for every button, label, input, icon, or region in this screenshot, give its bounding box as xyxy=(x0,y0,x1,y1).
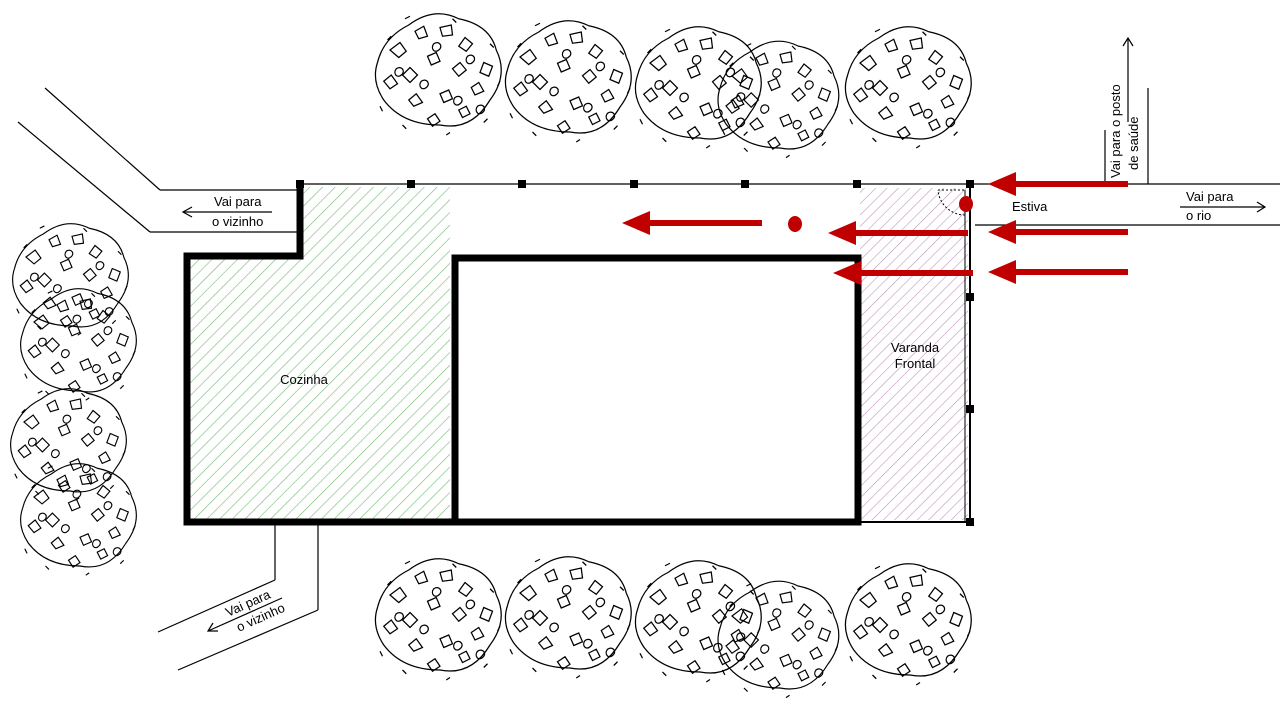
health-post-label-line1: Vai para o posto xyxy=(1108,84,1123,178)
arrow-left-icon xyxy=(181,206,272,218)
estiva-label: Estiva xyxy=(1012,199,1048,214)
arrow-left-icon xyxy=(988,220,1128,244)
tree-icon xyxy=(504,20,632,143)
kitchen-area xyxy=(187,187,450,520)
tree-row-bottom xyxy=(374,556,972,699)
flow-arrows xyxy=(622,172,1128,285)
kitchen-label: Cozinha xyxy=(280,372,328,387)
tree-icon xyxy=(20,288,137,401)
porch-label-line2: Frontal xyxy=(895,356,936,371)
tree-icon xyxy=(844,563,972,686)
arrow-left-icon xyxy=(206,597,283,632)
arrow-left-icon xyxy=(622,211,762,235)
tree-icon xyxy=(374,13,502,136)
walls xyxy=(183,180,974,526)
tree-icon xyxy=(717,40,840,159)
neighbor-top-label-line2: o vizinho xyxy=(212,214,263,229)
tree-icon xyxy=(20,463,137,576)
arrow-left-icon xyxy=(988,172,1128,196)
porch-label-line1: Varanda xyxy=(891,340,940,355)
arrow-up-icon xyxy=(1122,36,1134,122)
red-dot-icon xyxy=(788,216,802,232)
health-post-label-line2: de saúde xyxy=(1126,117,1141,171)
neighbor-top-label-line1: Vai para xyxy=(214,194,262,209)
porch-area xyxy=(860,188,968,520)
tree-icon xyxy=(717,580,840,699)
tree-row-top xyxy=(374,13,972,159)
tree-icon xyxy=(504,556,632,679)
red-dot-icon xyxy=(959,196,973,212)
arrow-left-icon xyxy=(988,260,1128,284)
tree-icon xyxy=(374,558,502,681)
tree-column-left xyxy=(10,223,137,576)
river-label-line2: o rio xyxy=(1186,208,1211,223)
arrow-right-icon xyxy=(1180,201,1267,213)
tree-icon xyxy=(12,223,129,336)
direction-arrows xyxy=(181,36,1267,632)
tree-icon xyxy=(634,26,762,149)
river-label-line1: Vai para xyxy=(1186,189,1234,204)
tree-icon xyxy=(844,26,972,149)
